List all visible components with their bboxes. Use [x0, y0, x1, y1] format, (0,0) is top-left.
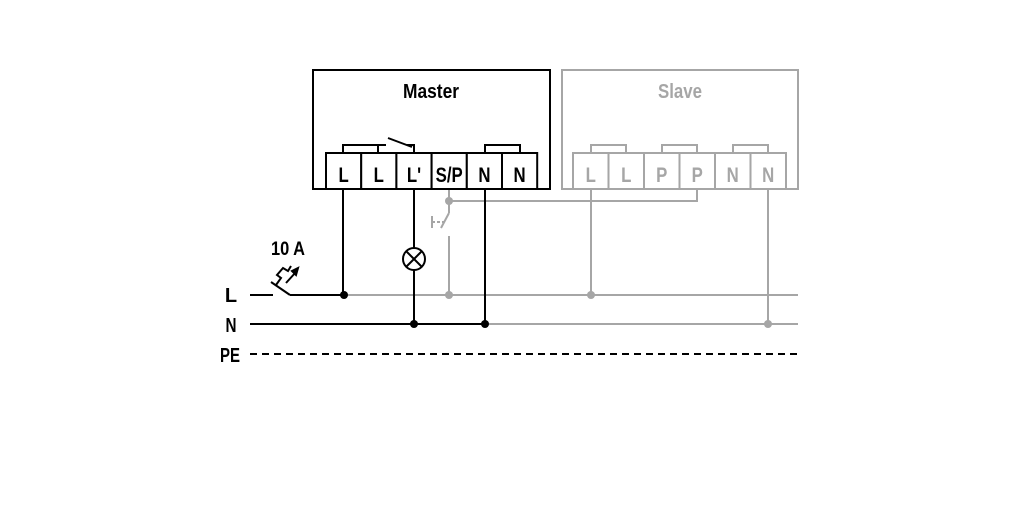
- master-device: Master L L L' S/P N N: [312, 69, 551, 190]
- slave-terminal-label: P: [692, 164, 703, 187]
- slave-terminal: [714, 152, 752, 190]
- master-terminal-label: L': [407, 164, 421, 187]
- slave-terminal: [607, 152, 645, 190]
- master-terminal: [360, 152, 398, 190]
- pushbutton-contact: [440, 212, 450, 229]
- slave-title: Slave: [658, 81, 702, 103]
- slave-junctions: [445, 197, 772, 328]
- master-wiring: [250, 189, 798, 355]
- master-terminal: [501, 152, 539, 190]
- master-terminal-label: N: [478, 164, 490, 187]
- master-terminal-label: L: [374, 164, 385, 187]
- circuit-breaker-icon: [270, 265, 300, 296]
- master-terminal: [465, 152, 503, 190]
- master-terminal-label: S/P: [436, 164, 463, 187]
- line-label-l: L: [225, 285, 237, 307]
- master-title: Master: [403, 81, 459, 103]
- lamp-icon: [402, 247, 426, 271]
- fuse-rating: 10 A: [271, 239, 305, 260]
- slave-terminal-label: N: [727, 164, 739, 187]
- slave-terminal-label: N: [762, 164, 774, 187]
- slave-terminal: [643, 152, 681, 190]
- master-junctions: [340, 291, 489, 328]
- slave-terminal-label: L: [621, 164, 632, 187]
- master-terminal-label: N: [514, 164, 526, 187]
- slave-terminal: [678, 152, 716, 190]
- slave-terminal: [749, 152, 787, 190]
- slave-terminal-label: L: [586, 164, 597, 187]
- slave-terminal-label: P: [656, 164, 667, 187]
- master-terminal: [430, 152, 468, 190]
- sp-to-p-wire: [448, 189, 698, 202]
- line-label-pe: PE: [220, 345, 240, 367]
- line-label-n: N: [226, 315, 237, 337]
- relay-contact: [342, 137, 521, 153]
- master-terminal-label: L: [338, 164, 349, 187]
